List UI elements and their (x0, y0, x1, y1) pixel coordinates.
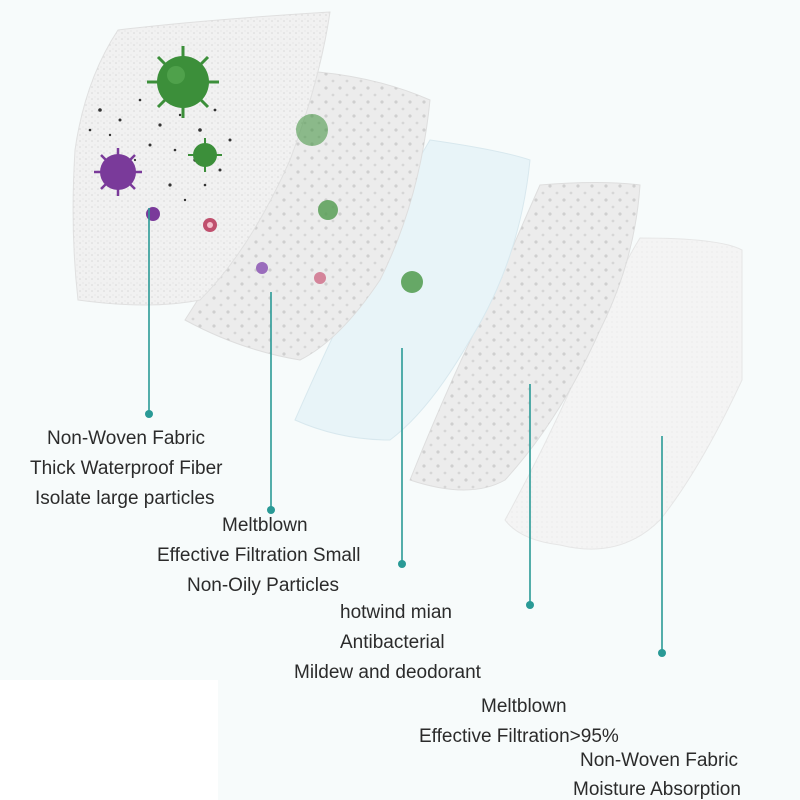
virus-green-small (188, 138, 222, 172)
layer-3-line-2: Antibacterial (340, 632, 445, 653)
layer-3-line-3: Mildew and deodorant (294, 662, 481, 683)
layer-1-line-3: Isolate large particles (35, 488, 215, 509)
layer-5-line-2: Moisture Absorption (573, 779, 741, 800)
layer-2-line-3: Non-Oily Particles (187, 575, 340, 596)
leader-lines (148, 208, 663, 651)
virus-purple-large (94, 148, 142, 196)
virus-purple-layer2 (256, 262, 268, 274)
layer-2-line-1: Meltblown (222, 515, 308, 536)
layer-1-line-2: Thick Waterproof Fiber (30, 458, 223, 479)
leader-dots (145, 410, 666, 657)
layer-2-line-2: Effective Filtration Small (157, 545, 361, 566)
white-corner-patch (0, 680, 218, 800)
virus-pink-layer2 (314, 272, 326, 284)
layer-1-line-1: Non-Woven Fabric (47, 428, 206, 449)
virus-green-layer2 (318, 200, 338, 220)
virus-green-layer3 (401, 271, 423, 293)
virus-green-faded (296, 114, 328, 146)
virus-purple-small (146, 207, 160, 221)
layer-4-line-2: Effective Filtration>95% (419, 726, 619, 747)
layer-3-line-1: hotwind mian (340, 602, 452, 623)
virus-green-large (147, 46, 219, 118)
layer-5-line-1: Non-Woven Fabric (580, 750, 739, 771)
layer-4-line-1: Meltblown (481, 696, 567, 717)
